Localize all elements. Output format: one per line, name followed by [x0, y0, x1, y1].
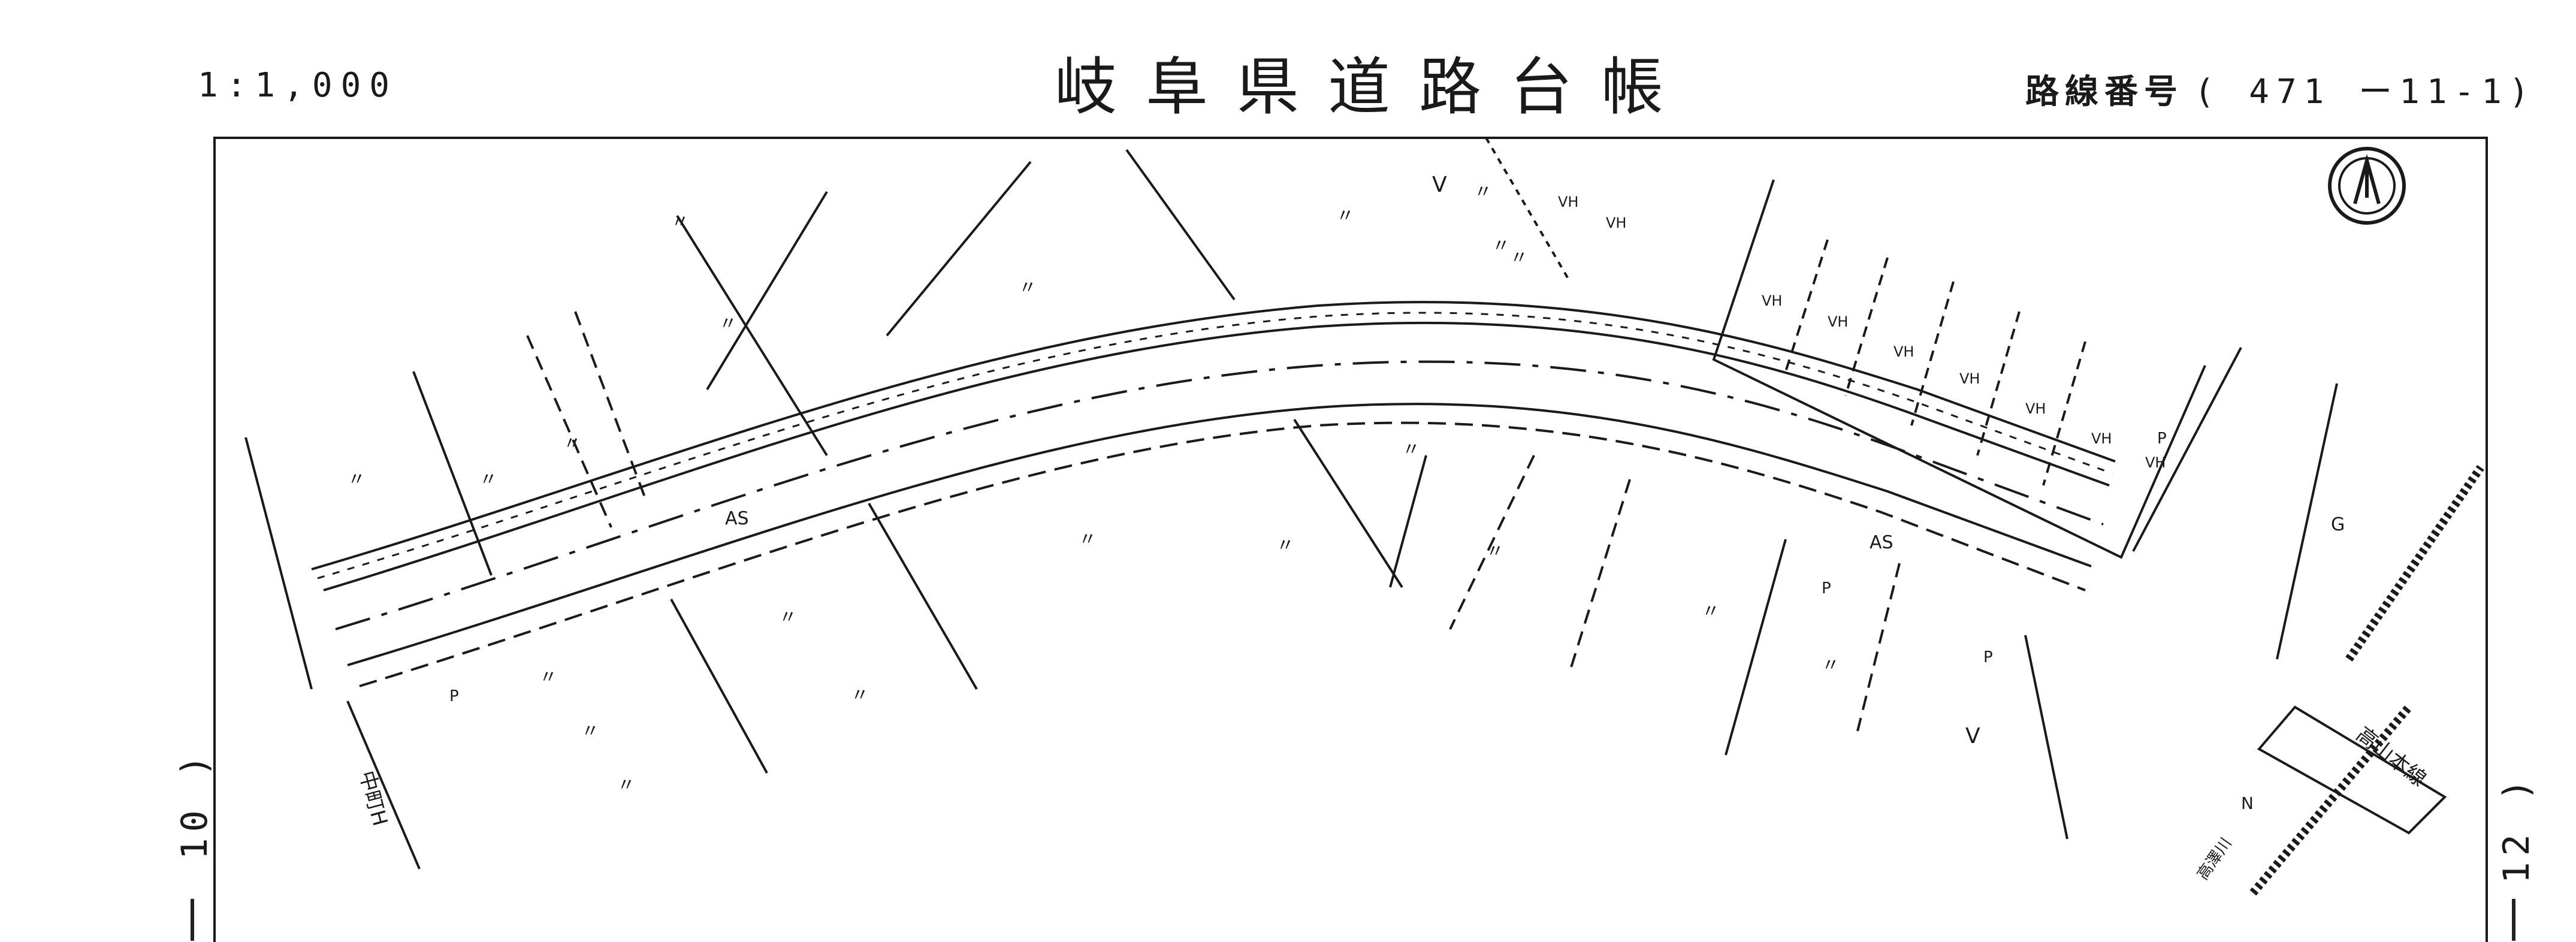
road-dash-north [317, 312, 2113, 579]
parcel-mark: 〃 [479, 469, 497, 490]
road-center [335, 360, 2104, 630]
vh-label: VH [1762, 292, 1782, 309]
parcel-mark: 〃 [563, 433, 581, 454]
parcel-mark: 〃 [1276, 535, 1294, 556]
parcel-line [526, 335, 612, 528]
parcel-mark: 〃 [779, 607, 797, 628]
parcel-mark: 〃 [617, 775, 635, 796]
parcel-line [412, 371, 493, 576]
sheet-tick-right [2512, 899, 2515, 941]
parcel-line [676, 215, 828, 457]
parcel-mark: 〃 [1019, 277, 1037, 298]
route-number: 路線番号 ( 471 ー11-1) [2025, 65, 2536, 113]
river-label: 高澤川 [2194, 835, 2235, 883]
parcel-line [868, 502, 978, 690]
parcel-line [1449, 455, 1535, 630]
parcel-p-label-se: P [1983, 648, 1993, 666]
parcel-line [1856, 563, 1901, 732]
vh-label: VH [2091, 430, 2112, 447]
route-number-value: ( 471 ー11-1) [2194, 73, 2536, 111]
parcel-p-label: P [2157, 430, 2167, 448]
map-frame [213, 137, 2488, 942]
parcel-mark: 〃 [1822, 655, 1840, 676]
vh-line [2042, 341, 2086, 486]
parcel-line [1485, 137, 1571, 283]
parcel-mark: 〃 [1079, 529, 1097, 550]
road-edge-south [347, 403, 2092, 666]
vh-label: VH [1558, 194, 1578, 210]
garden-label: G [2331, 514, 2345, 535]
map-scale: 1:1,000 [198, 66, 398, 105]
parcel-p-label-south: P [1822, 579, 1831, 597]
parcel-line [1725, 539, 1787, 756]
parcel-line [2276, 383, 2338, 660]
parcel-mark: 〃 [1702, 601, 1720, 622]
parcel-line [2132, 347, 2242, 552]
parcel-mark: 〃 [1336, 206, 1354, 227]
parcel-v-label-south: V [1965, 724, 1980, 748]
rail-crossing [2257, 705, 2447, 835]
north-label: N [2241, 793, 2254, 813]
vh-label: VH [2145, 454, 2166, 471]
vh-line [1784, 239, 1829, 372]
parcel-mark: 〃 [1474, 182, 1492, 203]
north-arrow-icon [2328, 147, 2406, 225]
road-surface-label: AS [725, 508, 749, 529]
parcel-line [1125, 149, 1236, 301]
vh-label: VH [1606, 215, 1626, 231]
parcel-line [886, 161, 1032, 337]
road-surface-label-east: AS [1870, 532, 1894, 553]
parcel-line [1569, 479, 1631, 672]
vh-line [1844, 257, 1889, 396]
parcel-line [1293, 418, 1403, 588]
vh-line [1976, 311, 2021, 456]
parcel-line [706, 191, 828, 391]
parcel-mark: 〃 [719, 313, 737, 334]
vh-label: VH [2025, 400, 2046, 417]
parcel-line [346, 701, 421, 869]
sheet-tick-left [191, 899, 194, 941]
road-edge-south-2 [359, 421, 2086, 687]
map-title: 岐阜県道路台帳 [1055, 50, 1693, 123]
parcel-line [1389, 455, 1427, 588]
vh-label: VH [1959, 370, 1980, 387]
parcel-mark: 〃 [1486, 541, 1504, 562]
parcel-mark: 〃 [1510, 247, 1528, 268]
railway [2249, 704, 2412, 896]
parcel-line [574, 311, 648, 504]
parcel-p-label-west: P [449, 687, 459, 705]
parcel-mark: 〃 [1492, 236, 1510, 256]
parcel-line [2024, 635, 2068, 840]
vh-label: VH [1894, 343, 1914, 360]
parcel-line [244, 437, 313, 690]
vh-block [1712, 179, 2206, 559]
parcel-mark: 〃 [1402, 439, 1420, 460]
parcel-mark: 〃 [581, 721, 599, 742]
parcel-mark: 〃 [851, 685, 869, 706]
road-edge-north [311, 301, 2116, 570]
railway [2345, 465, 2484, 662]
vh-line [1910, 281, 1955, 426]
route-number-label: 路線番号 [2025, 73, 2184, 111]
street-label: 中町H [354, 768, 392, 829]
road-edge-north-2 [323, 321, 2110, 591]
parcel-v-label: V [1432, 173, 1447, 197]
parcel-mark: 〃 [671, 212, 689, 233]
parcel-mark: 〃 [539, 667, 557, 688]
vh-label: VH [1828, 313, 1848, 330]
parcel-line [670, 599, 768, 774]
parcel-mark: 〃 [348, 469, 366, 490]
